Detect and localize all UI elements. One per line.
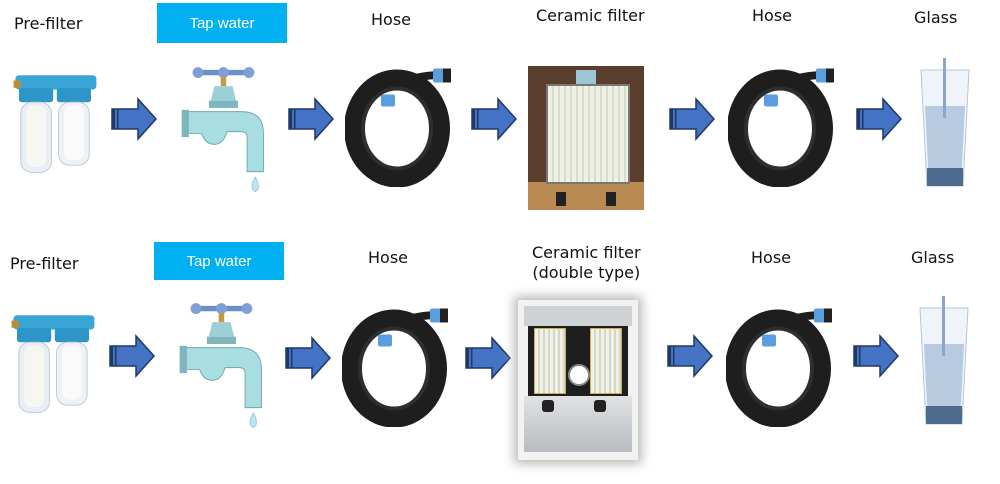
faucet-icon — [176, 294, 276, 434]
double-ceramic-filter-icon — [518, 300, 638, 460]
hose-icon — [342, 302, 452, 427]
flow-arrow-icon — [666, 97, 716, 141]
prefilter-icon — [10, 62, 100, 182]
flow-arrow-icon — [468, 97, 518, 141]
flow-arrow-icon — [462, 336, 512, 380]
stage-label-prefilter: Pre-filter — [14, 14, 83, 33]
flow-arrow-icon — [106, 334, 156, 378]
stage-label-hose: Hose — [368, 248, 408, 267]
faucet-icon — [178, 58, 278, 198]
flow-arrow-icon — [853, 97, 903, 141]
stage-label-hose: Hose — [751, 248, 791, 267]
stage-label-hose: Hose — [371, 10, 411, 29]
glass-icon — [914, 290, 974, 438]
stage-label-ceramic-filter: Ceramic filter — [536, 6, 645, 25]
stage-label-glass: Glass — [914, 8, 958, 27]
stage-label-ceramic-filter-double: Ceramic filter (double type) — [532, 243, 641, 282]
hose-icon — [726, 302, 836, 427]
stage-label-hose: Hose — [752, 6, 792, 25]
stage-label-prefilter: Pre-filter — [10, 254, 79, 273]
stage-label-glass: Glass — [911, 248, 955, 267]
flow-arrow-icon — [664, 334, 714, 378]
flow-arrow-icon — [108, 97, 158, 141]
tap-water-text: Tap water — [189, 14, 255, 32]
hose-icon — [345, 62, 455, 187]
flow-arrow-icon — [850, 334, 900, 378]
ceramic-filter-icon — [528, 66, 644, 210]
tap-water-text: Tap water — [186, 252, 252, 270]
prefilter-icon — [8, 302, 98, 422]
glass-icon — [915, 52, 975, 200]
stage-label-tap-water: Tap water — [157, 3, 287, 43]
stage-label-tap-water: Tap water — [154, 242, 284, 280]
flow-arrow-icon — [282, 336, 332, 380]
hose-icon — [728, 62, 838, 187]
flow-arrow-icon — [285, 97, 335, 141]
